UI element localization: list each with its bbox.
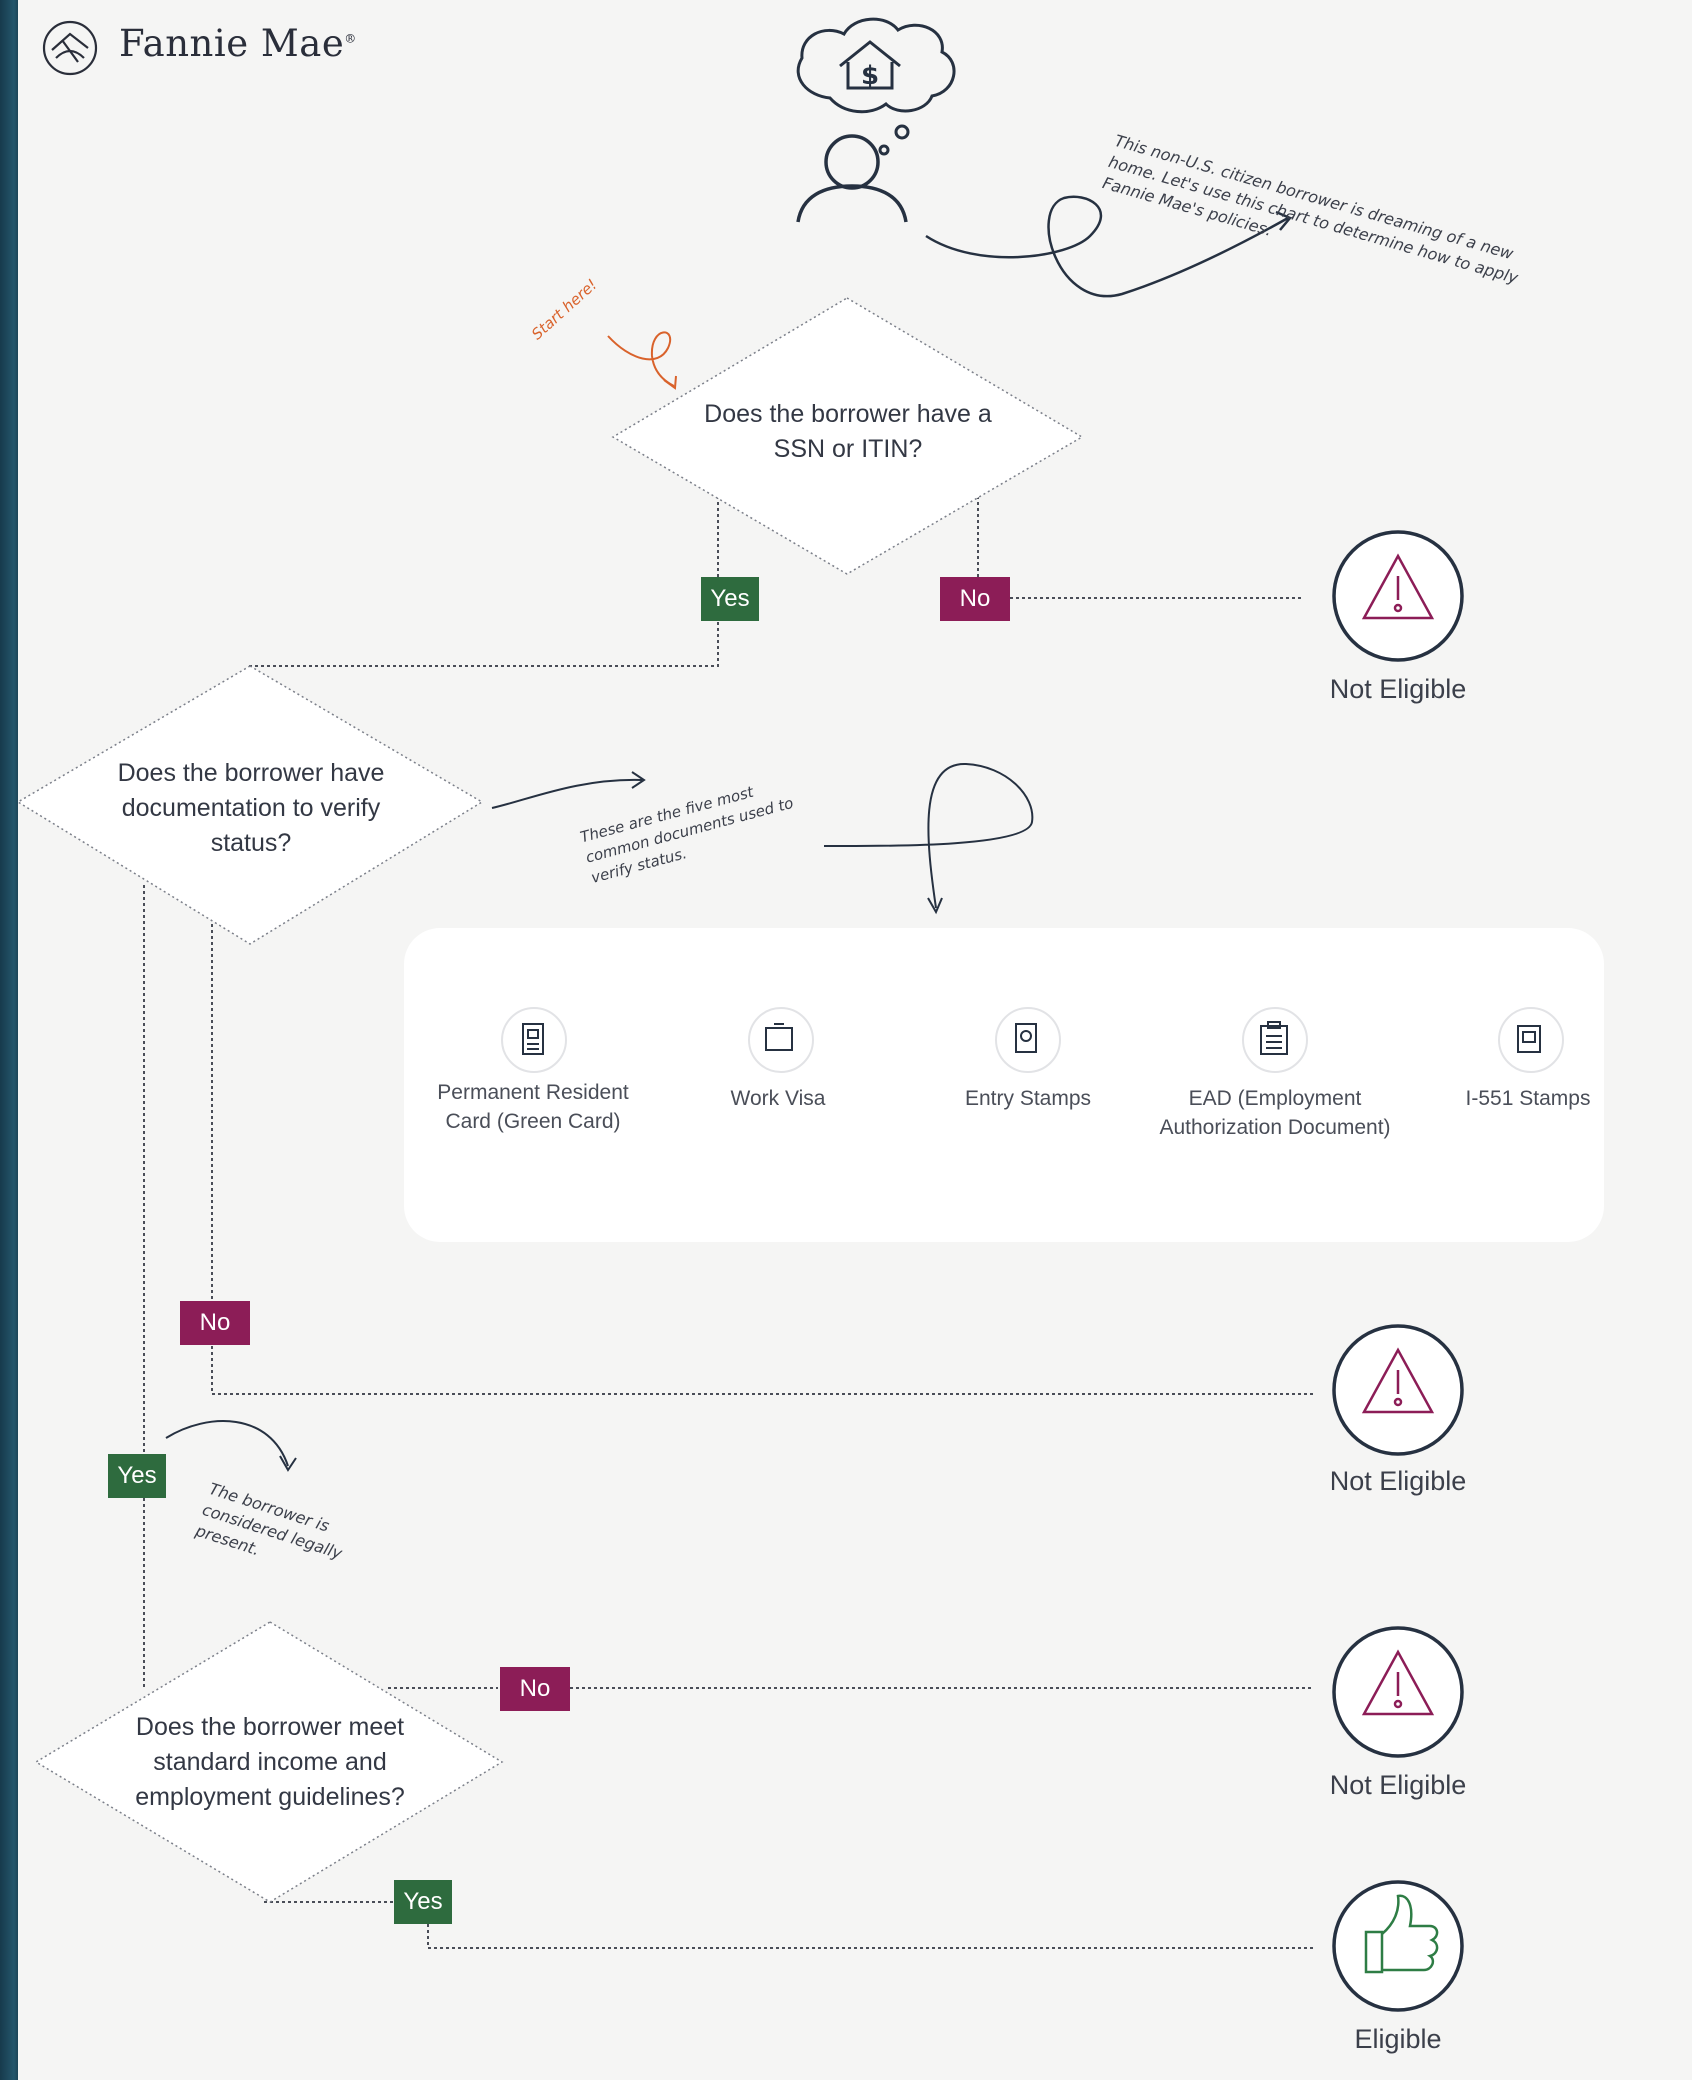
result-label-not-eligible-2: Not Eligible	[1329, 1466, 1467, 1496]
thumbs-up-icon	[1364, 1894, 1439, 1974]
q3-text: Does the borrower meet standard income a…	[135, 1713, 405, 1811]
flowchart-canvas: $	[18, 0, 1692, 2080]
person-icon	[796, 134, 908, 223]
q2-yes-tag: Yes	[108, 1454, 166, 1498]
flowchart-graphics: $	[18, 17, 1541, 2012]
svg-text:$: $	[861, 61, 879, 91]
warning-triangle-icon	[1361, 1347, 1435, 1414]
q3-yes-to-result-connector	[427, 1924, 1314, 1949]
q2-no-tag: No	[180, 1301, 250, 1345]
q2-diamond	[18, 665, 484, 945]
documents-note-arrow	[491, 778, 643, 809]
document-icon-bubble	[1498, 1007, 1564, 1073]
document-icon-bubble	[748, 1007, 814, 1073]
q1-no-tag: No	[940, 577, 1010, 621]
warning-triangle-icon	[1361, 1649, 1435, 1716]
result-circle-4	[1332, 1880, 1464, 2012]
thought-bubble-house-icon: $	[796, 17, 956, 156]
document-label-work-visa: Work Visa	[730, 1087, 826, 1110]
result-label-eligible: Eligible	[1354, 2024, 1442, 2054]
q1-yes-to-q2-connector	[249, 622, 719, 672]
document-icon-bubble	[1242, 1007, 1308, 1073]
q1-yes-tag: Yes	[701, 577, 759, 621]
q1-text: Does the borrower have a SSN or ITIN?	[704, 400, 992, 463]
document-icon-bubble	[995, 1007, 1061, 1073]
document-label-green-card: Permanent Resident Card (Green Card)	[437, 1081, 629, 1133]
brand-name[interactable]: Fannie Mae®	[119, 22, 357, 65]
result-label-not-eligible-3: Not Eligible	[1329, 1770, 1467, 1800]
document-icon-bubble	[501, 1007, 567, 1073]
warning-triangle-icon	[1361, 553, 1435, 620]
intro-arrow	[925, 195, 1289, 298]
result-label-not-eligible-1: Not Eligible	[1329, 674, 1467, 704]
legal-note-arrow	[165, 1420, 289, 1467]
q2-text: Does the borrower have documentation to …	[117, 759, 385, 857]
document-label-entry-stamps: Entry Stamps	[964, 1087, 1092, 1110]
document-label-i551: I-551 Stamps	[1465, 1087, 1591, 1110]
fannie-mae-logo-icon	[42, 20, 98, 76]
q3-yes-tag: Yes	[394, 1880, 452, 1924]
q3-diamond	[34, 1621, 504, 1903]
q1-diamond	[611, 297, 1084, 575]
start-arrow	[607, 331, 675, 387]
document-label-ead: EAD (Employment Authorization Document)	[1159, 1087, 1391, 1139]
documents-panel	[404, 928, 1604, 1242]
documents-loop-arrow	[823, 762, 1034, 909]
q3-no-tag: No	[500, 1667, 570, 1711]
